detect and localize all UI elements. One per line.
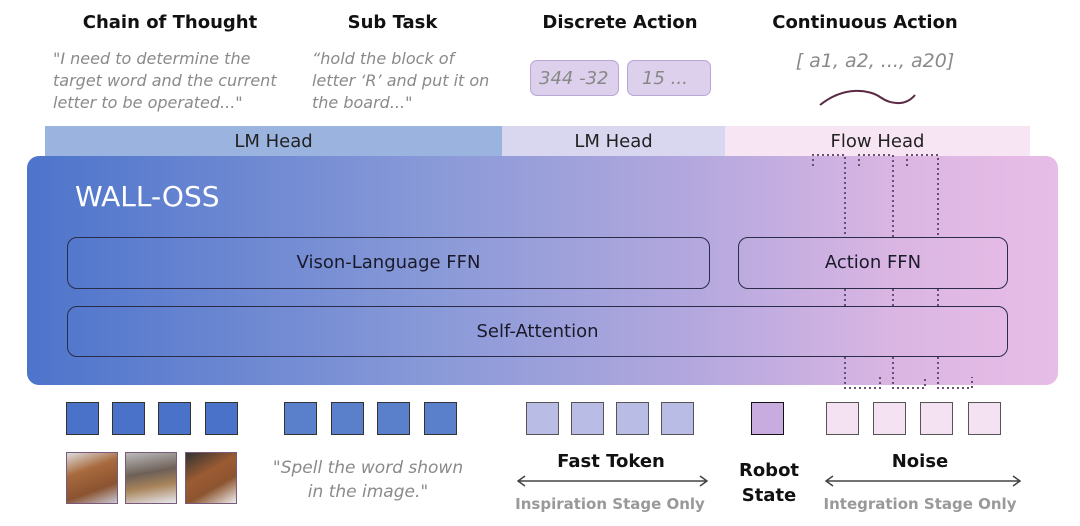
lm-head-1: LM Head [45, 126, 502, 156]
wall-oss-model [27, 156, 1058, 385]
instruction-text: "Spell the word shown in the image." [272, 458, 464, 502]
robot-state-token [751, 402, 784, 435]
text-token [377, 402, 410, 435]
image-token [158, 402, 191, 435]
subtask-title: Sub Task [347, 12, 438, 33]
text-token [284, 402, 317, 435]
noise-token [873, 402, 906, 435]
camera-image [125, 452, 177, 504]
image-token [205, 402, 238, 435]
fast-token-label: Fast Token [557, 451, 665, 472]
flow-connections [812, 154, 973, 389]
cot-title: Chain of Thought [82, 12, 258, 33]
double-arrow-icon [516, 475, 709, 487]
text-token [331, 402, 364, 435]
noise-token [826, 402, 859, 435]
noise-token [920, 402, 953, 435]
action-ffn: Action FFN [738, 237, 1008, 289]
discrete-title: Discrete Action [542, 12, 698, 33]
noise-token [968, 402, 1001, 435]
robot-state-label: Robot State [738, 460, 800, 506]
image-token [66, 402, 99, 435]
lm-head-2: LM Head [502, 126, 725, 156]
fast-token [616, 402, 649, 435]
vl-ffn: Vison-Language FFN [67, 237, 710, 289]
self-attention: Self-Attention [67, 306, 1008, 357]
continuous-title: Continuous Action [772, 12, 958, 33]
text-token [424, 402, 457, 435]
discrete-chip: 15 ... [627, 60, 711, 96]
fast-token-note: Inspiration Stage Only [515, 495, 705, 513]
camera-image [185, 452, 237, 504]
continuous-text: [ a1, a2, ..., a20] [795, 50, 955, 72]
noise-label: Noise [891, 451, 949, 472]
fast-token [526, 402, 559, 435]
flow-head: Flow Head [725, 126, 1030, 156]
fast-token [571, 402, 604, 435]
discrete-chip: 344 -32 [530, 60, 619, 96]
model-name: WALL-OSS [75, 180, 220, 213]
wave-icon [819, 89, 916, 106]
subtask-text: “hold the block of letter ‘R’ and put it… [312, 49, 490, 112]
noise-note: Integration Stage Only [823, 495, 1017, 513]
double-arrow-icon [824, 475, 1022, 487]
fast-token [661, 402, 694, 435]
image-token [112, 402, 145, 435]
cot-text: "I need to determine the target word and… [53, 49, 277, 112]
camera-image [66, 452, 118, 504]
